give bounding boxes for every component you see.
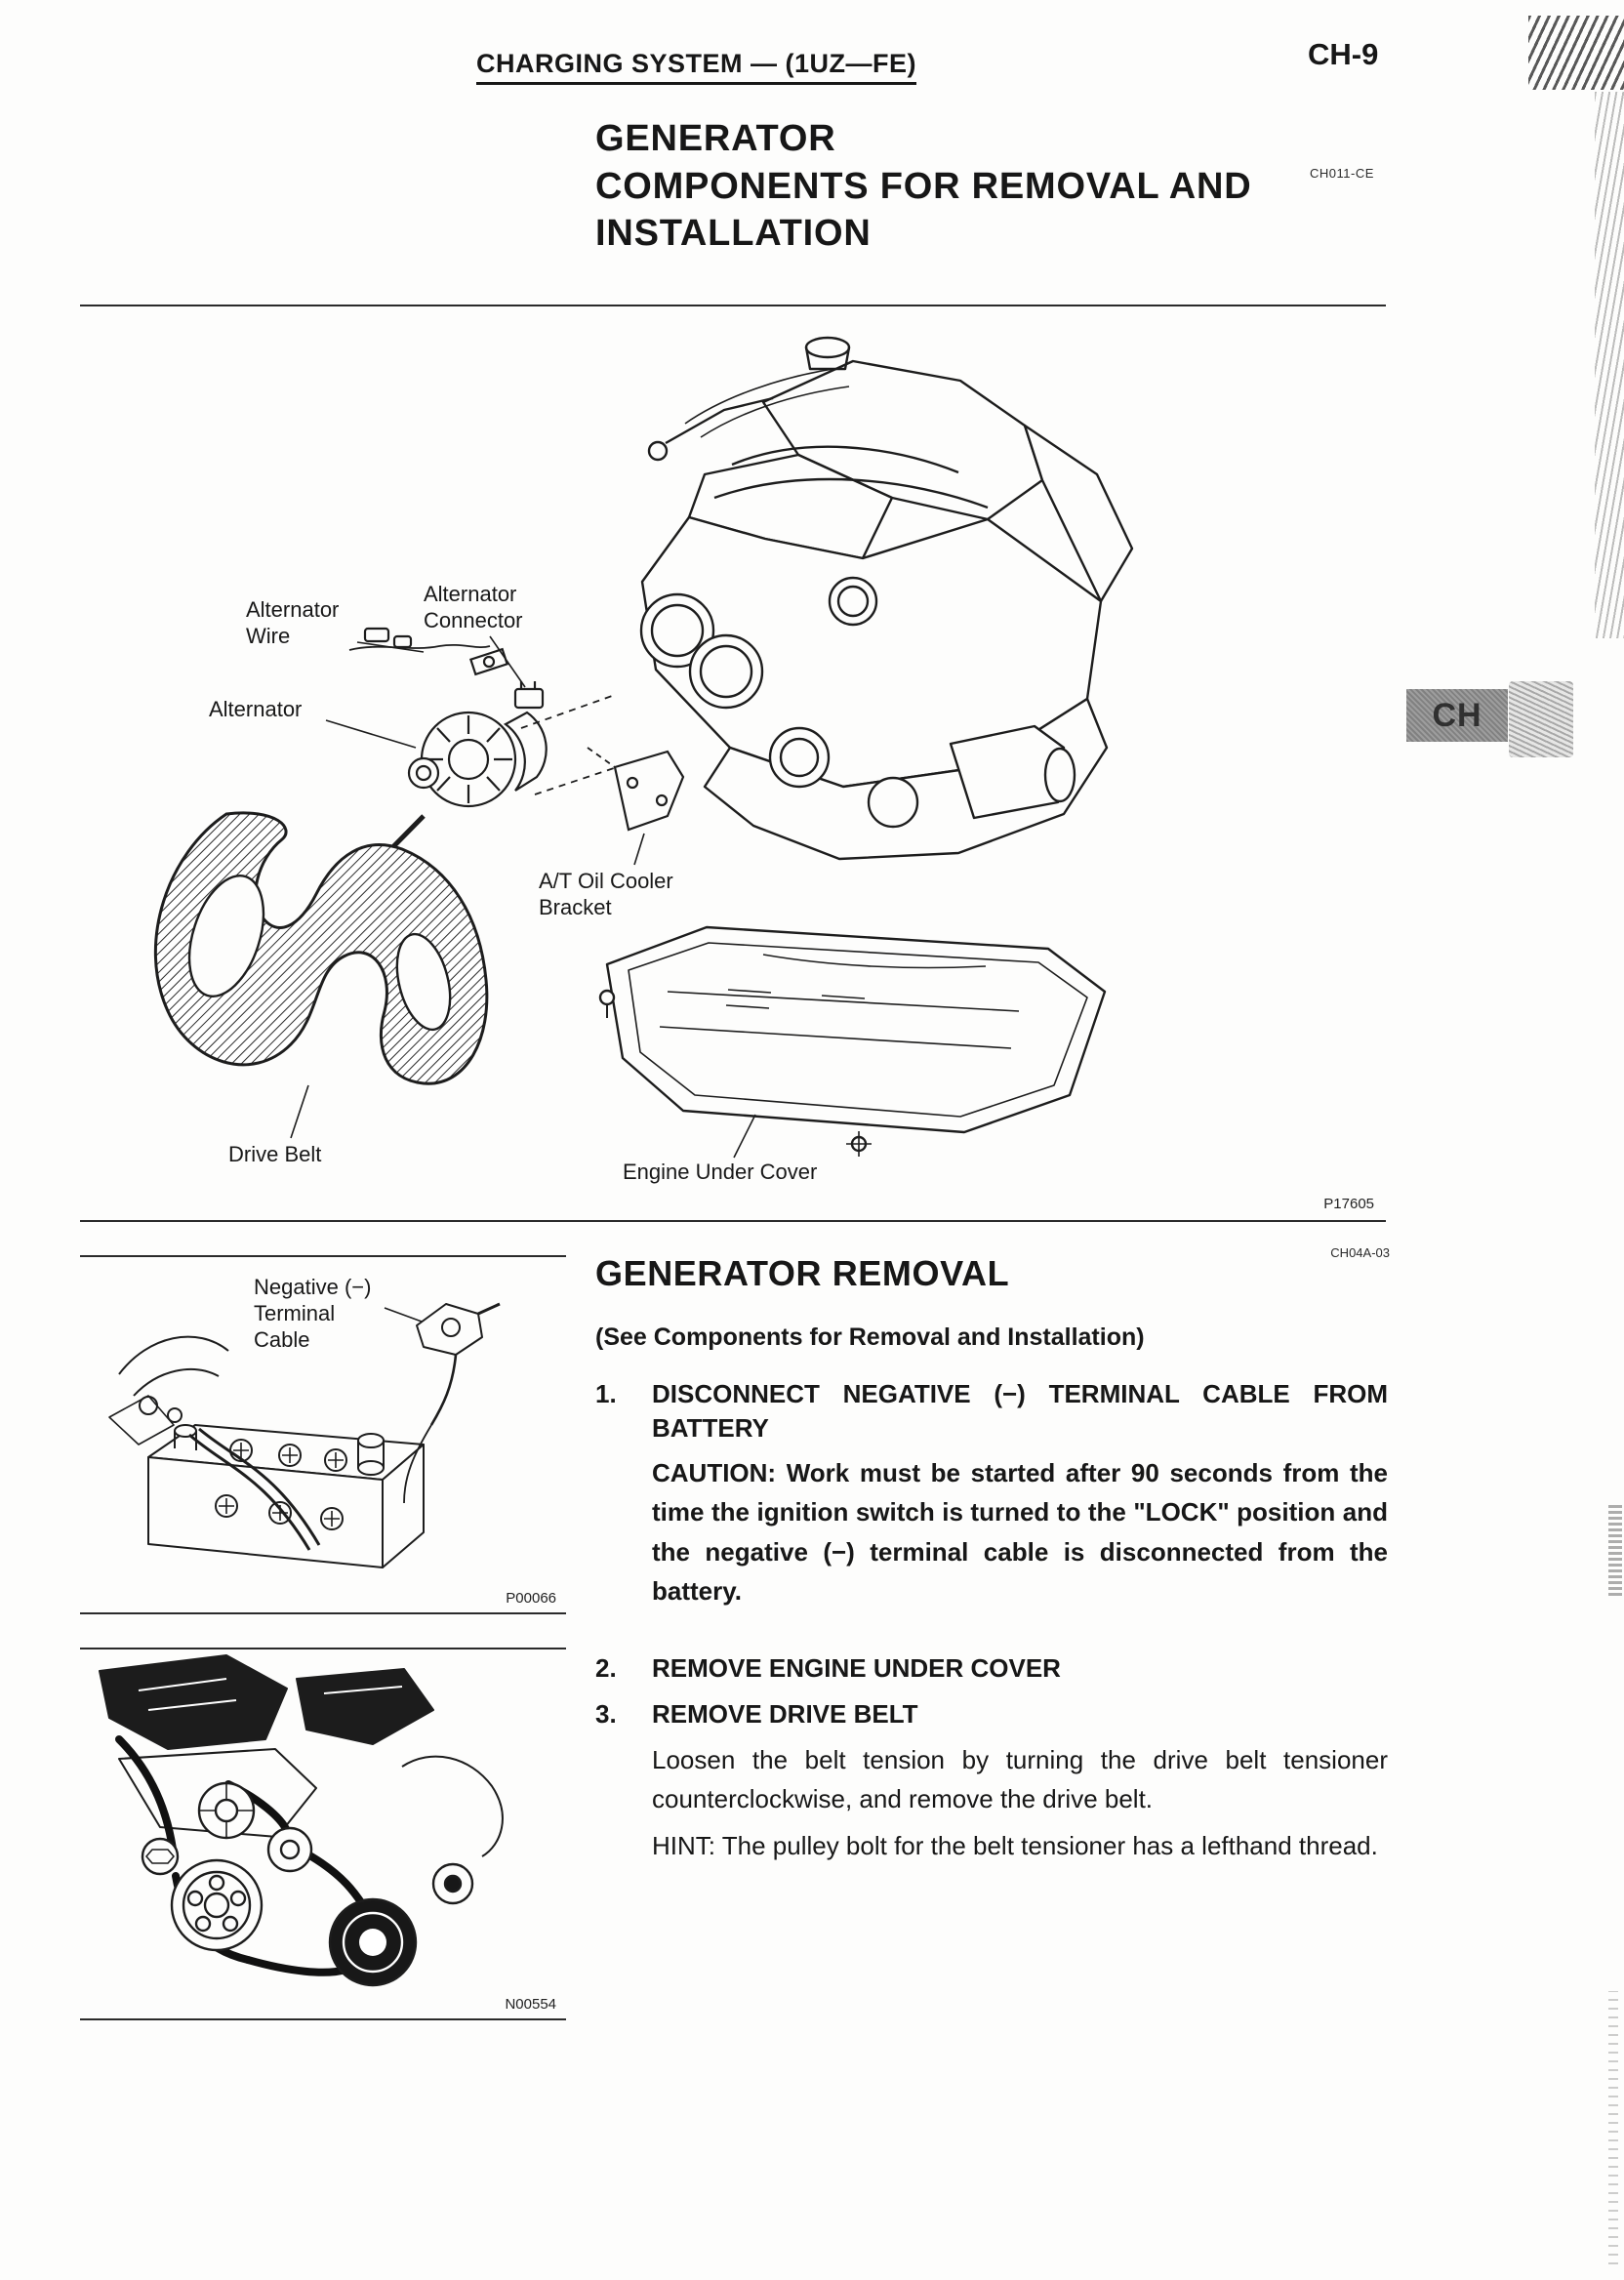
scan-noise-mid	[1608, 1503, 1622, 1596]
leader-lines	[290, 635, 756, 1159]
removal-header: GENERATOR REMOVAL CH04A-03	[595, 1245, 1390, 1294]
removal-code: CH04A-03	[1330, 1245, 1390, 1260]
step-3-heading: REMOVE DRIVE BELT	[652, 1699, 918, 1730]
step-1: 1. DISCONNECT NEGATIVE (−) TERMINAL CABL…	[595, 1377, 1388, 1610]
step-3-hint: HINT: The pulley bolt for the belt tensi…	[652, 1831, 1378, 1861]
step-3-content: REMOVE DRIVE BELT Loosen the belt tensio…	[652, 1697, 1388, 1865]
title-line-3: INSTALLATION	[595, 213, 872, 255]
at-oil-cooler-bracket-drawing	[587, 747, 685, 832]
components-exploded-illustration	[153, 336, 1134, 1159]
section-title-components: GENERATOR COMPONENTS FOR REMOVAL AND INS…	[595, 115, 1251, 258]
drive-belt-drawing	[153, 811, 489, 1085]
step-1-number: 1.	[595, 1379, 617, 1408]
step-1-content: DISCONNECT NEGATIVE (−) TERMINAL CABLE F…	[652, 1377, 1388, 1610]
scan-noise-bottom	[1608, 1991, 1618, 2264]
step-3-body: Loosen the belt tension by turning the d…	[652, 1744, 1388, 1813]
chapter-tab: CH	[1406, 689, 1508, 742]
alternator-drawing	[345, 627, 629, 894]
figure-battery: Negative (−) Terminal Cable P00066	[80, 1255, 566, 1614]
label-alternator-wire: Alternator Wire	[246, 597, 340, 648]
belt-routing-illustration	[99, 1654, 504, 1987]
page-number: CH-9	[1308, 37, 1379, 71]
label-at-oil-cooler-bracket: A/T Oil Cooler Bracket	[539, 869, 673, 919]
chapter-header: CHARGING SYSTEM — (1UZ—FE)	[476, 49, 917, 85]
scan-noise-edge	[1595, 92, 1624, 638]
step-3-number: 3.	[595, 1699, 617, 1730]
label-drive-belt: Drive Belt	[228, 1142, 322, 1166]
see-components-note: (See Components for Removal and Installa…	[595, 1323, 1145, 1351]
scan-noise-corner	[1528, 16, 1624, 90]
step-2-heading: REMOVE ENGINE UNDER COVER	[652, 1653, 1061, 1684]
battery-illustration	[108, 1302, 501, 1568]
label-engine-under-cover: Engine Under Cover	[623, 1160, 818, 1184]
title-line-1: GENERATOR	[595, 118, 836, 159]
step-3: 3. REMOVE DRIVE BELT Loosen the belt ten…	[595, 1697, 1388, 1865]
step-1-heading: DISCONNECT NEGATIVE (−) TERMINAL CABLE F…	[652, 1379, 1388, 1444]
scan-noise-tab	[1509, 681, 1573, 757]
figure-components: Alternator Wire Alternator Connector Alt…	[80, 305, 1386, 1222]
removal-section: GENERATOR REMOVAL CH04A-03 (See Componen…	[595, 1245, 1390, 1865]
title-line-2: COMPONENTS FOR REMOVAL AND	[595, 165, 1252, 207]
step-2-number: 2.	[595, 1653, 617, 1684]
figure-code: P00066	[506, 1590, 556, 1607]
step-1-caution: CAUTION: Work must be started after 90 s…	[652, 1458, 1388, 1607]
removal-title: GENERATOR REMOVAL	[595, 1253, 1010, 1293]
label-alternator: Alternator	[209, 697, 303, 721]
figure-code: N00554	[505, 1996, 556, 2013]
section-code: CH011-CE	[1310, 166, 1374, 181]
label-alternator-connector: Alternator Connector	[424, 582, 523, 632]
figure-belt-routing: N00554	[80, 1648, 566, 2020]
figure-code: P17605	[1323, 1196, 1374, 1212]
step-2: 2. REMOVE ENGINE UNDER COVER	[595, 1651, 1388, 1686]
label-negative-terminal-cable: Negative (−) Terminal Cable	[254, 1275, 372, 1352]
engine-drawing	[639, 336, 1134, 861]
step-2-content: REMOVE ENGINE UNDER COVER	[652, 1651, 1388, 1686]
engine-under-cover-drawing	[598, 925, 1107, 1157]
